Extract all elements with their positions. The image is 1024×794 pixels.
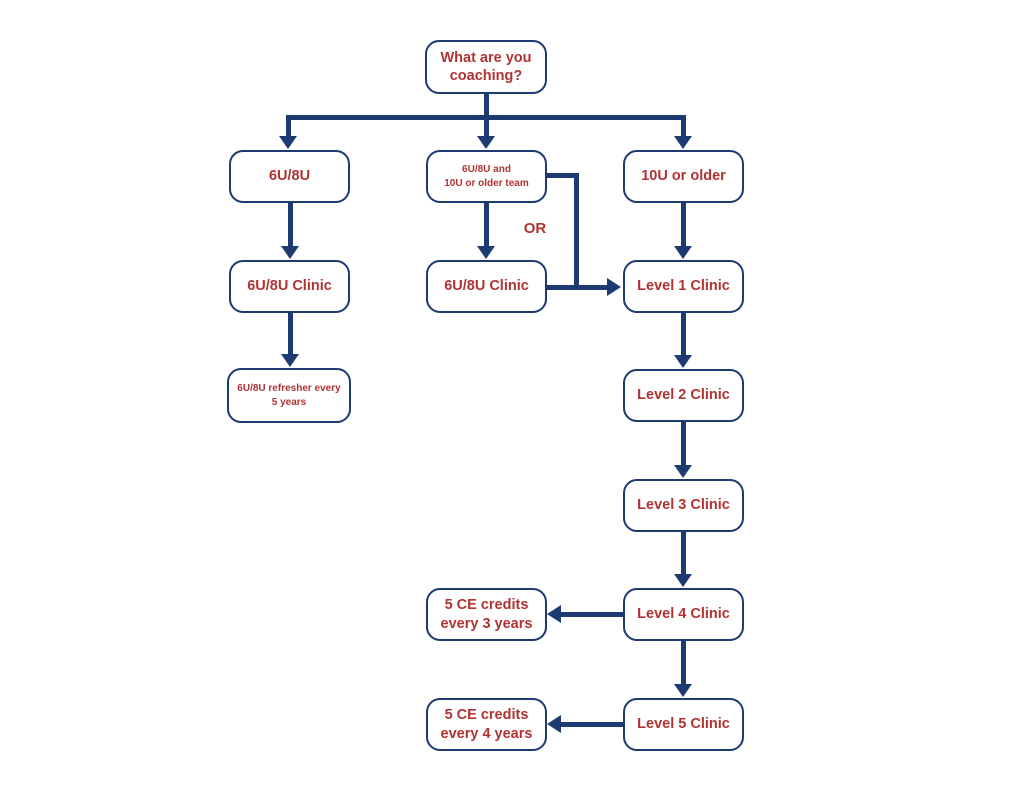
connector-level4-level5 xyxy=(680,641,686,685)
connector-branch-left xyxy=(285,115,291,138)
node-label: Level 3 Clinic xyxy=(637,497,730,514)
arrowhead-level5-ce4 xyxy=(547,715,561,733)
connector-6u8u-clinic xyxy=(287,203,293,247)
node-label: What are you coaching? xyxy=(440,49,532,84)
node-6u-8u-clinic-middle: 6U/8U Clinic xyxy=(426,260,547,313)
node-6u-8u-clinic-left: 6U/8U Clinic xyxy=(229,260,350,313)
node-6u-8u: 6U/8U xyxy=(229,150,350,203)
node-label: 10U or older xyxy=(641,168,726,185)
node-6u-8u-refresher: 6U/8U refresher every 5 years xyxy=(227,368,351,423)
connector-branch-right xyxy=(680,115,686,138)
arrowhead-level4-ce3 xyxy=(547,605,561,623)
node-5-ce-credits-every-4-years: 5 CE credits every 4 years xyxy=(426,698,547,751)
node-label: 6U/8U refresher every 5 years xyxy=(237,383,341,408)
node-label: 6U/8U xyxy=(268,168,311,185)
node-label: 5 CE credits every 4 years xyxy=(440,707,533,742)
arrowhead-branch-right xyxy=(674,136,692,149)
connector-level1-level2 xyxy=(680,313,686,356)
arrowhead-6u8u-clinic xyxy=(281,246,299,259)
arrowhead-level2-level3 xyxy=(674,465,692,478)
arrowhead-10u-level1 xyxy=(674,246,692,259)
node-label: 6U/8U and 10U or older team xyxy=(444,164,529,189)
node-10u-or-older: 10U or older xyxy=(623,150,744,203)
node-label: Level 1 Clinic xyxy=(637,278,730,295)
arrowhead-branch-mid xyxy=(477,136,495,149)
arrowhead-level4-level5 xyxy=(674,684,692,697)
node-level-5-clinic: Level 5 Clinic xyxy=(623,698,744,751)
connector-combo-elbow-h xyxy=(547,173,578,178)
node-label: 6U/8U Clinic xyxy=(247,278,332,295)
node-5-ce-credits-every-3-years: 5 CE credits every 3 years xyxy=(426,588,547,641)
arrowhead-combo-clinic xyxy=(477,246,495,259)
node-6u-8u-and-10u-or-older-team: 6U/8U and 10U or older team xyxy=(426,150,547,203)
connector-level5-ce4 xyxy=(560,721,623,727)
connector-level4-ce3 xyxy=(560,611,623,617)
connector-clinic-refresher xyxy=(287,313,293,355)
connector-level2-level3 xyxy=(680,422,686,466)
or-label: OR xyxy=(523,220,547,237)
node-level-3-clinic: Level 3 Clinic xyxy=(623,479,744,532)
arrowhead-clinic-level1 xyxy=(607,278,621,296)
node-label: Level 5 Clinic xyxy=(637,716,730,733)
node-level-4-clinic: Level 4 Clinic xyxy=(623,588,744,641)
connector-combo-elbow-v xyxy=(573,173,579,289)
connector-level3-level4 xyxy=(680,532,686,575)
arrowhead-level3-level4 xyxy=(674,574,692,587)
connector-combo-clinic xyxy=(483,203,489,247)
node-label: 6U/8U Clinic xyxy=(444,278,529,295)
node-label: 5 CE credits every 3 years xyxy=(440,597,533,632)
node-label: Level 2 Clinic xyxy=(637,387,730,404)
connector-clinic-level1 xyxy=(547,284,608,290)
node-level-1-clinic: Level 1 Clinic xyxy=(623,260,744,313)
connector-branch-mid xyxy=(483,115,489,138)
connector-top-stem xyxy=(483,94,489,118)
connector-10u-level1 xyxy=(680,203,686,247)
arrowhead-level1-level2 xyxy=(674,355,692,368)
node-level-2-clinic: Level 2 Clinic xyxy=(623,369,744,422)
arrowhead-clinic-refresher xyxy=(281,354,299,367)
arrowhead-branch-left xyxy=(279,136,297,149)
node-what-are-you-coaching: What are you coaching? xyxy=(425,40,547,94)
node-label: Level 4 Clinic xyxy=(637,606,730,623)
